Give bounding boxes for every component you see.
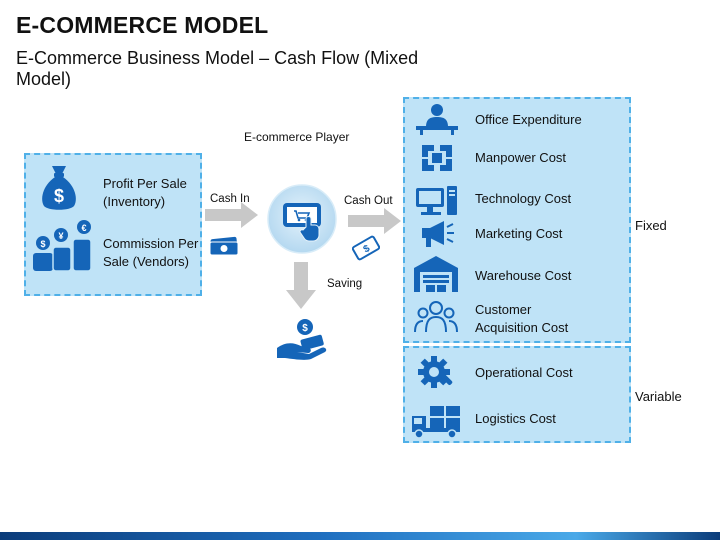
svg-text:€: € — [81, 223, 86, 233]
variable-category-label: Variable — [635, 389, 682, 404]
revenue-profit-label: Profit Per Sale (Inventory) — [103, 176, 187, 209]
dollar-bill-icon: $ — [352, 235, 380, 261]
page-subtitle: E-Commerce Business Model – Cash Flow (M… — [16, 48, 419, 89]
fixed-category-label: Fixed — [635, 218, 667, 233]
money-bag-icon: $ — [38, 162, 80, 212]
warehouse-icon — [414, 254, 458, 292]
computer-icon — [416, 184, 458, 218]
fixed-item-label: Marketing Cost — [475, 226, 563, 241]
page-title: E-COMMERCE MODEL — [16, 12, 269, 38]
cash-out-label: Cash Out — [344, 195, 393, 207]
saving-label: Saving — [327, 278, 363, 290]
megaphone-icon — [420, 219, 456, 249]
office-worker-icon — [416, 103, 458, 135]
footer-bar — [0, 532, 720, 540]
fixed-item-label: Office Expenditure — [475, 112, 582, 127]
fixed-item-label: Technology Cost — [475, 191, 572, 206]
svg-text:$: $ — [40, 239, 45, 249]
variable-item-label: Logistics Cost — [475, 411, 556, 426]
cash-in-label: Cash In — [210, 193, 250, 205]
gear-wrench-icon — [416, 354, 456, 392]
savings-hand-icon: $ — [275, 318, 331, 360]
revenue-commission-label: Commission Per Sale (Vendors) — [103, 236, 199, 269]
delivery-truck-icon — [410, 404, 462, 438]
svg-text:$: $ — [362, 243, 373, 256]
player-label: E-commerce Player — [244, 130, 350, 144]
svg-text:$: $ — [54, 186, 64, 206]
fixed-item-label: Manpower Cost — [475, 150, 567, 165]
mobile-shopping-icon — [266, 183, 338, 255]
customers-icon — [414, 300, 458, 334]
variable-item-label: Operational Cost — [475, 365, 573, 380]
saving-arrow — [286, 262, 316, 310]
fixed-item-label: Customer Acquisition Cost — [475, 302, 569, 335]
cash-in-arrow — [205, 200, 259, 230]
revenue-box — [24, 153, 202, 296]
svg-text:$: $ — [302, 323, 308, 334]
cash-stack-icon — [208, 236, 240, 258]
currency-coins-icon: $ ¥ € — [30, 217, 94, 275]
svg-text:¥: ¥ — [58, 231, 63, 241]
fixed-cost-box — [403, 97, 631, 343]
teamwork-hands-icon — [418, 141, 456, 175]
cash-out-arrow — [348, 206, 402, 236]
fixed-item-label: Warehouse Cost — [475, 268, 572, 283]
